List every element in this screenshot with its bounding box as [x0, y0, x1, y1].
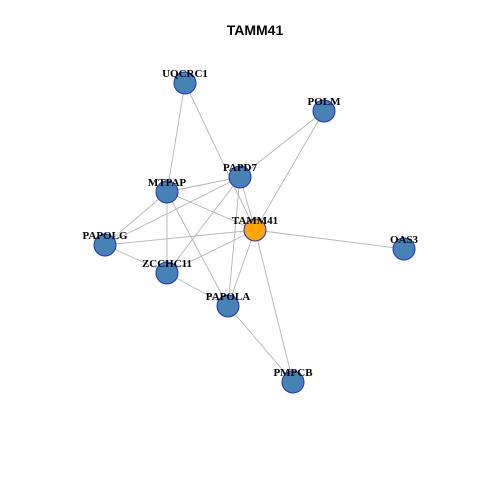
- node-label: POLM: [308, 96, 342, 108]
- edge-polm-papd7: [239, 110, 325, 178]
- edge-zcchc11-papola: [166, 272, 229, 307]
- node-circle: [93, 233, 117, 257]
- node-circle: [216, 294, 240, 318]
- node-circle: [173, 71, 197, 95]
- node-label: PAPD7: [223, 162, 258, 174]
- edge-papola-pmpcb: [227, 305, 294, 383]
- edge-tamm41-papola: [227, 229, 256, 307]
- edges-layer: [104, 82, 405, 383]
- node-label: PAPOLG: [82, 230, 127, 242]
- node-label: PMPCB: [273, 367, 313, 379]
- node-papola: PAPOLA: [206, 291, 250, 318]
- node-papolg: PAPOLG: [82, 230, 128, 257]
- graph-title: TAMM41: [227, 22, 284, 38]
- node-label: OAS3: [390, 234, 419, 246]
- node-circle: [228, 165, 252, 189]
- edge-mtpap-papolg: [104, 191, 168, 246]
- edge-polm-tamm41: [254, 110, 325, 231]
- node-zcchc11: ZCCHC11: [142, 258, 192, 285]
- node-polm: POLM: [308, 96, 342, 123]
- node-label: UQCRC1: [162, 68, 208, 80]
- node-mtpap: MTPAP: [148, 177, 187, 204]
- edge-mtpap-papola: [166, 191, 229, 307]
- node-circle: [155, 261, 179, 285]
- node-uqcrc1: UQCRC1: [162, 68, 208, 95]
- edge-mtpap-tamm41: [166, 191, 256, 231]
- node-circle: [281, 370, 305, 394]
- edge-uqcrc1-tamm41: [184, 82, 256, 231]
- node-pmpcb: PMPCB: [273, 367, 313, 394]
- edge-tamm41-oas3: [254, 229, 405, 250]
- node-circle: [243, 218, 267, 242]
- node-label: TAMM41: [232, 215, 278, 227]
- edge-papd7-papolg: [104, 176, 241, 246]
- node-label: ZCCHC11: [142, 258, 192, 270]
- edge-uqcrc1-mtpap: [166, 82, 186, 193]
- node-circle: [392, 237, 416, 261]
- node-label: MTPAP: [148, 177, 187, 189]
- node-circle: [155, 180, 179, 204]
- edge-tamm41-zcchc11: [166, 229, 256, 274]
- node-oas3: OAS3: [390, 234, 419, 261]
- node-label: PAPOLA: [206, 291, 250, 303]
- edge-tamm41-papolg: [104, 229, 256, 246]
- node-papd7: PAPD7: [223, 162, 258, 189]
- node-tamm41: TAMM41: [232, 215, 278, 242]
- node-circle: [312, 99, 336, 123]
- edge-mtpap-papd7: [166, 176, 241, 193]
- edge-tamm41-pmpcb: [254, 229, 294, 383]
- edge-papd7-zcchc11: [166, 176, 241, 274]
- edge-papd7-papola: [227, 176, 241, 307]
